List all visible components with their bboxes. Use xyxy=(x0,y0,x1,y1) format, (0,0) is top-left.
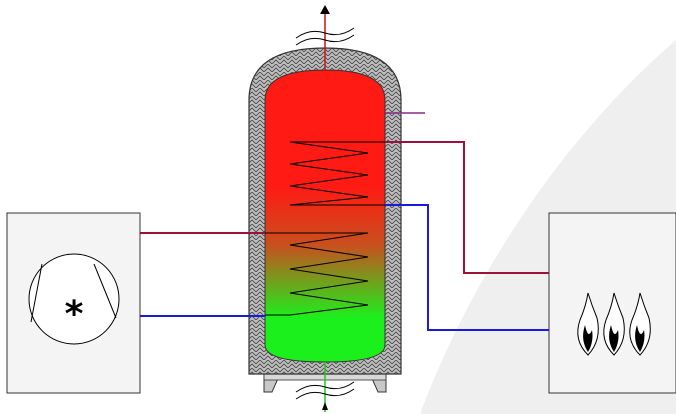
heat-pump-unit: * xyxy=(6,212,141,394)
burner-flame xyxy=(629,292,651,356)
boiler-unit xyxy=(548,212,676,394)
burner-flame xyxy=(603,292,625,356)
compressor-circle xyxy=(28,253,120,345)
boiler-return-pipe xyxy=(385,204,549,331)
cold-water-inlet xyxy=(295,362,355,412)
lower-heat-exchanger-coil xyxy=(265,232,369,316)
boiler-flow-pipe xyxy=(385,141,549,274)
upper-heat-exchanger-coil xyxy=(289,141,385,206)
burner-flame xyxy=(577,292,599,356)
heat-pump-symbol: * xyxy=(65,294,84,335)
hot-water-outlet xyxy=(295,5,355,70)
tank-water xyxy=(264,69,386,363)
